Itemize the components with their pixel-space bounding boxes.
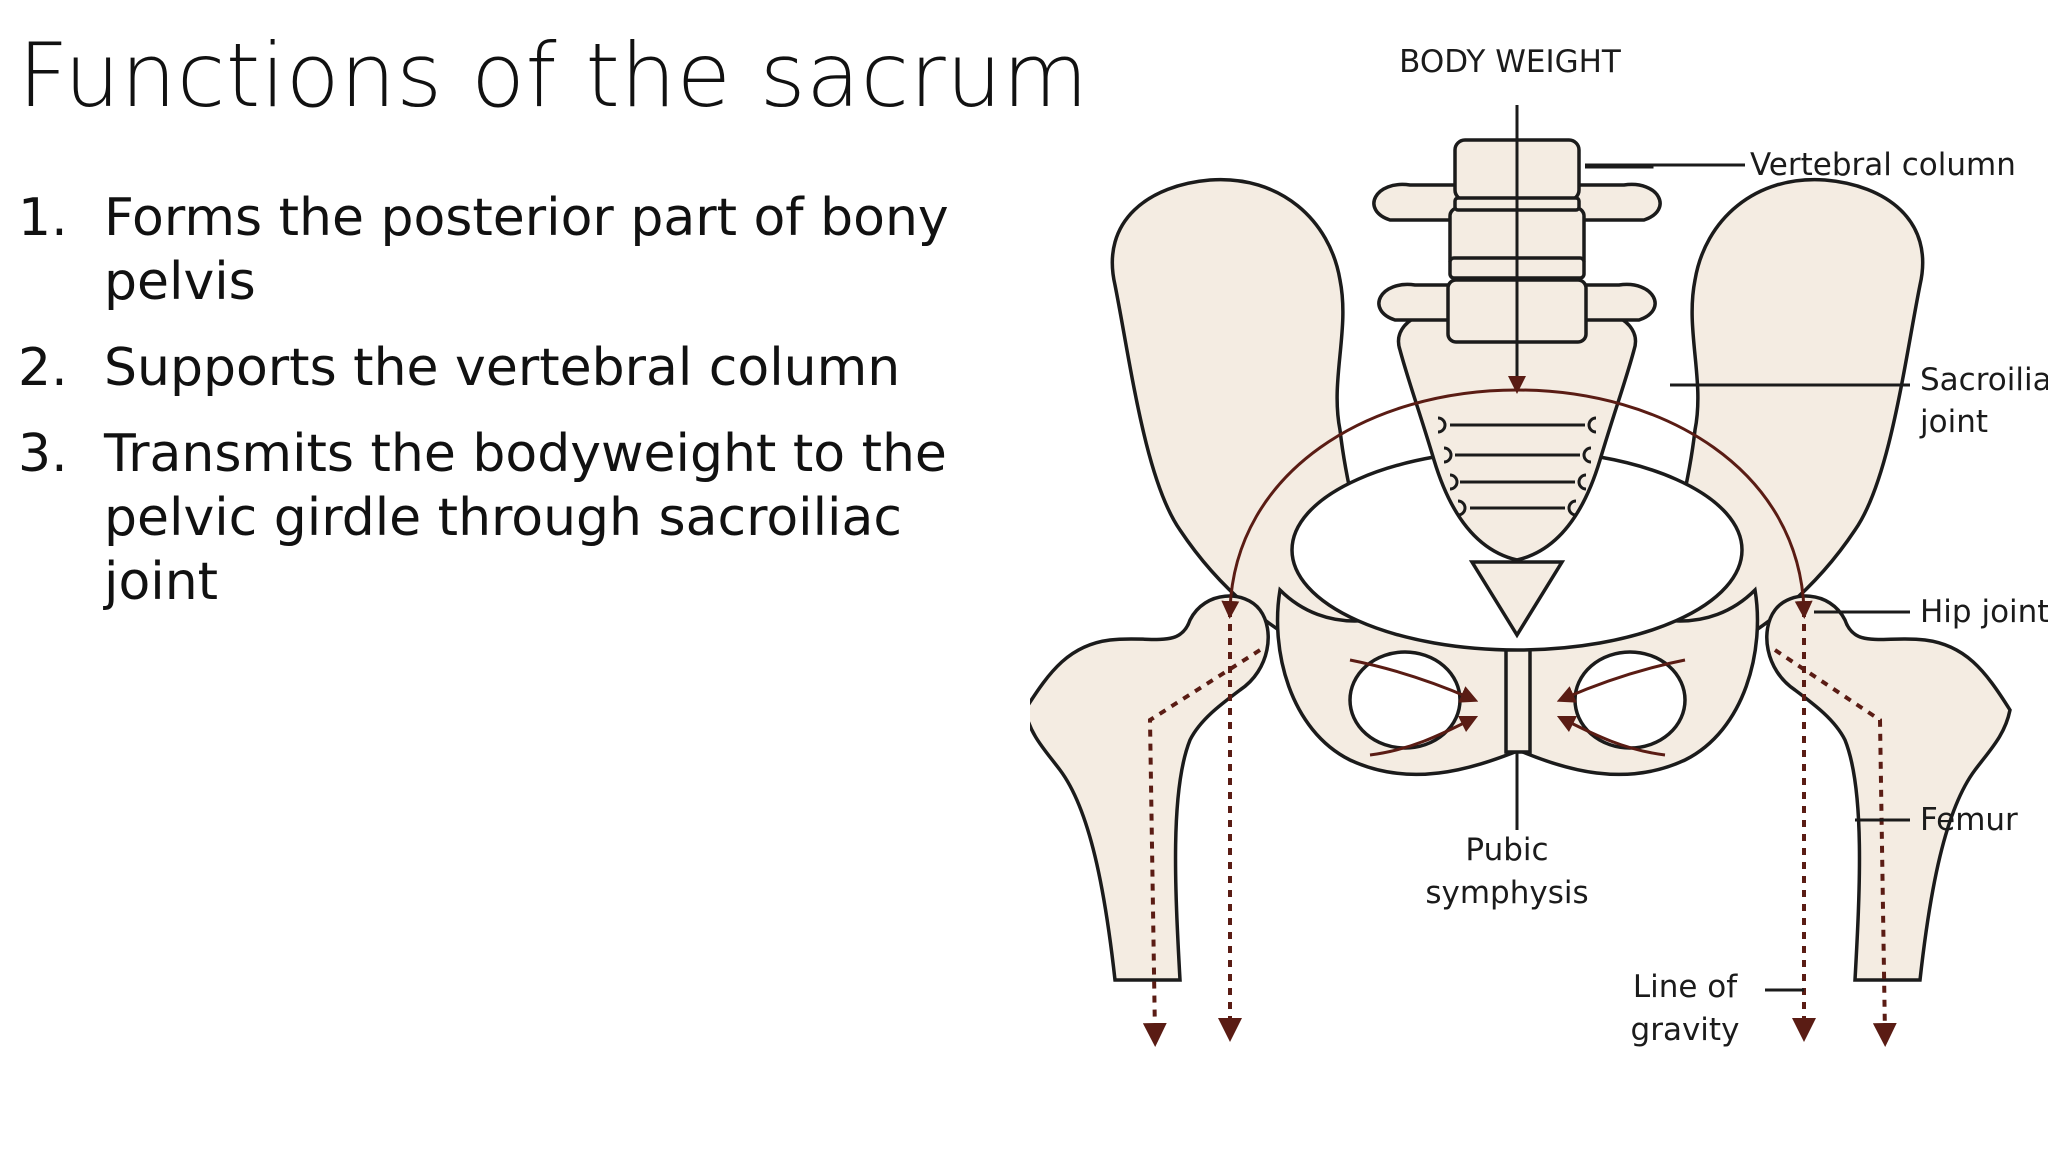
item-text: Transmits the bodyweight to the pelvic g… [104,424,947,612]
pelvis-illustration: BODY WEIGHT Vertebral column Sacroiliac … [1030,44,2048,1048]
item-number: 2. [18,338,68,398]
label-sacroiliac-joint: Sacroiliac [1920,362,2048,398]
label-line-of-gravity: Line of [1633,969,1738,1005]
label-hip-joint: Hip joint [1920,594,2048,630]
right-femur [1765,594,2012,982]
label-pubic-symphysis-2: symphysis [1425,875,1588,911]
item-text: Supports the vertebral column [104,338,901,398]
list-item: 1. Forms the posterior part of bony pelv… [18,186,998,314]
label-femur: Femur [1920,802,2018,838]
item-number: 1. [18,188,68,248]
pelvis-diagram: BODY WEIGHT Vertebral column Sacroiliac … [1030,30,2048,1070]
pubic-symphysis [1504,640,1532,754]
label-line-of-gravity-2: gravity [1631,1012,1740,1048]
item-text: Forms the posterior part of bony pelvis [104,188,949,312]
label-vertebral-column: Vertebral column [1750,147,2016,183]
list-item: 3. Transmits the bodyweight to the pelvi… [18,422,998,614]
label-pubic-symphysis: Pubic [1465,832,1548,868]
slide-title: Functions of the sacrum [18,24,1089,127]
force-arc [1221,388,1518,619]
coccyx [1468,560,1566,639]
label-sacroiliac-joint-2: joint [1919,404,1988,440]
item-number: 3. [18,424,68,484]
function-list: 1. Forms the posterior part of bony pelv… [18,186,998,636]
list-item: 2. Supports the vertebral column [18,336,998,400]
label-body-weight: BODY WEIGHT [1399,44,1622,80]
